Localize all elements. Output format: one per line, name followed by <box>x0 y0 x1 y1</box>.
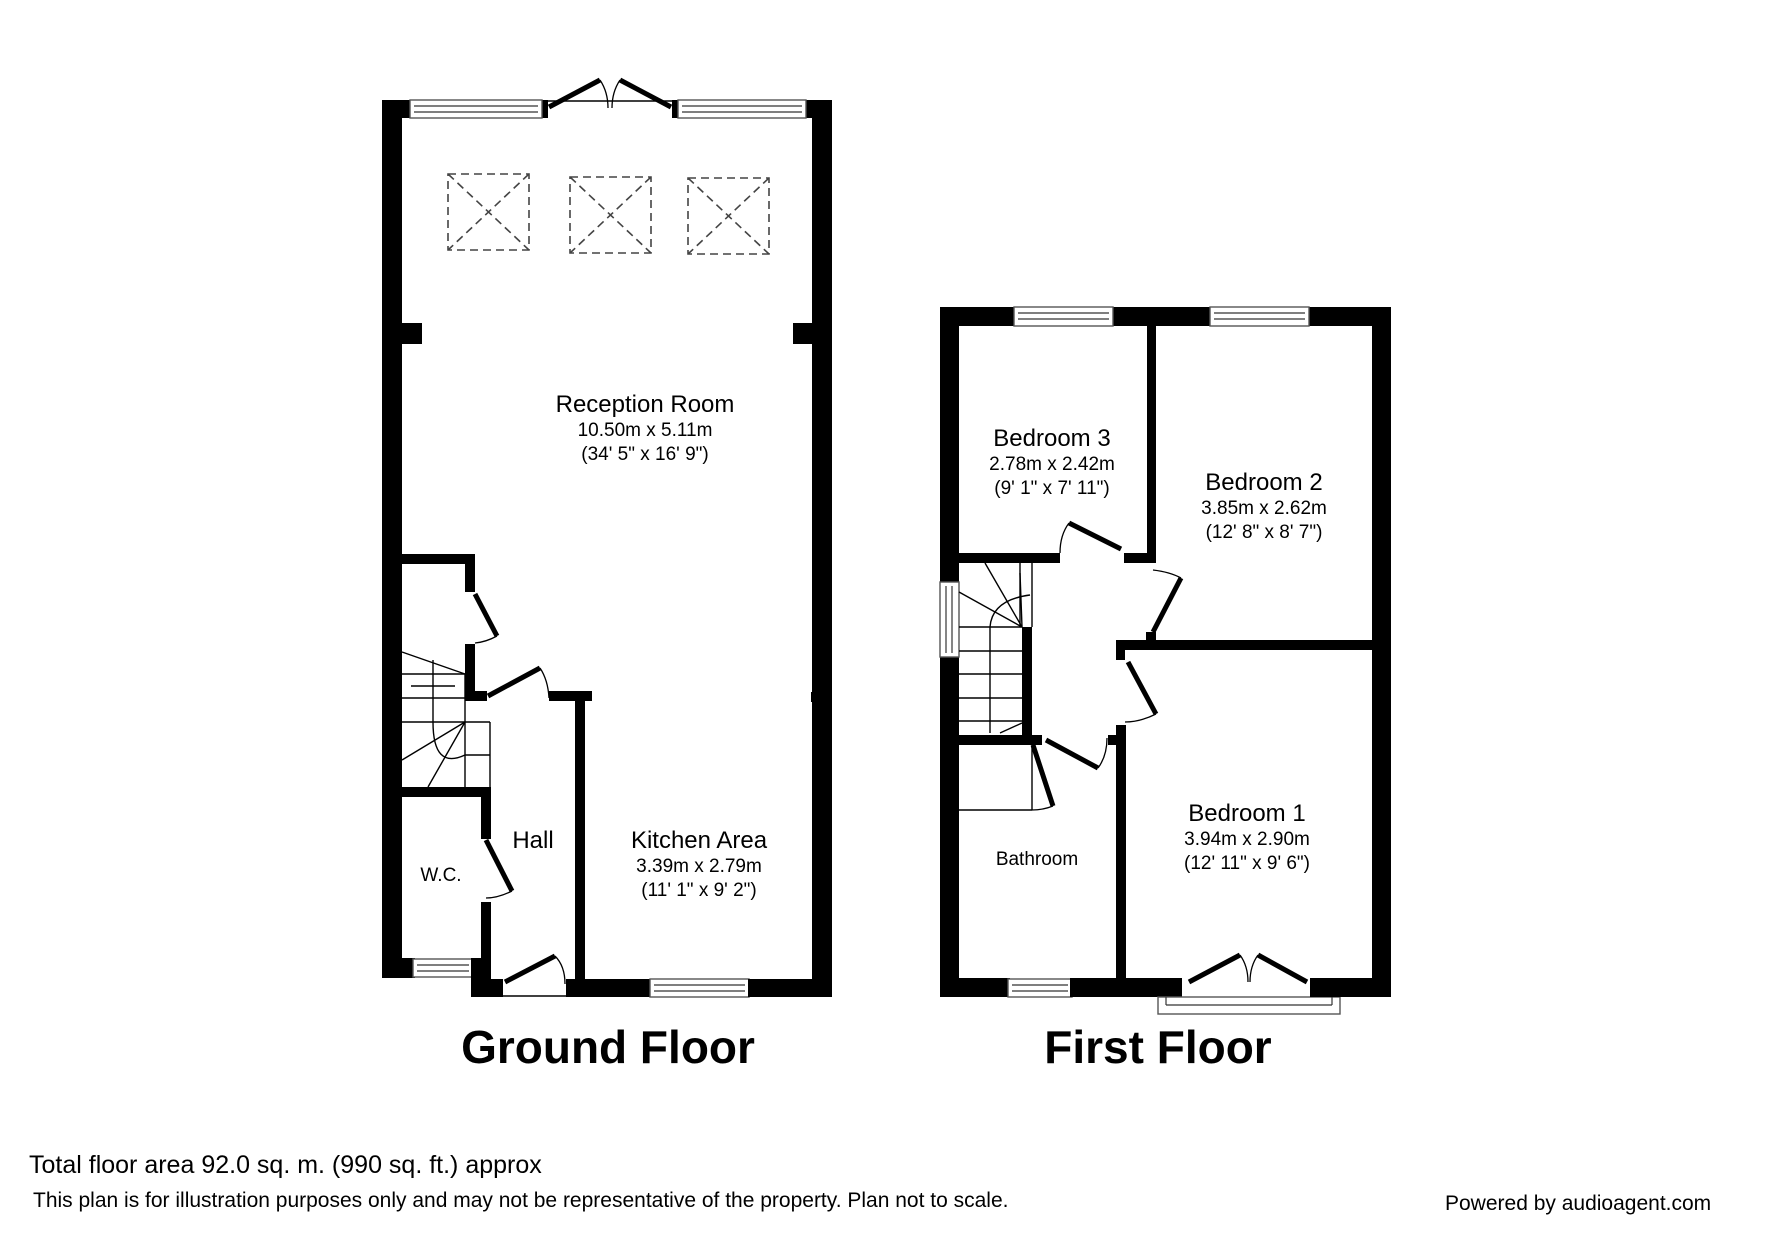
wall <box>812 100 832 997</box>
room-label-kitchen: Kitchen Area 3.39m x 2.79m (11' 1" x 9' … <box>631 827 767 903</box>
wall <box>481 787 491 839</box>
room-dimensions-metric: 3.85m x 2.62m <box>1201 498 1327 519</box>
room-dimensions-imperial: (34' 5" x 16' 9") <box>581 444 709 465</box>
wall <box>1112 307 1212 326</box>
wall <box>540 100 548 118</box>
wall <box>672 100 680 118</box>
ground-floor-plan <box>382 77 832 998</box>
wall <box>1124 553 1156 563</box>
room-dimensions-metric: 10.50m x 5.11m <box>577 420 713 441</box>
cupboard-door <box>472 592 500 644</box>
room-name: Bedroom 2 <box>1205 469 1323 496</box>
hall-door <box>486 665 550 699</box>
wall <box>471 979 503 997</box>
wall <box>1146 632 1156 650</box>
first-floor-title: First Floor <box>1044 1021 1272 1073</box>
room-label-bedroom-1: Bedroom 1 3.94m x 2.90m (12' 11" x 9' 6"… <box>1184 800 1310 876</box>
skylight <box>447 173 530 251</box>
wall <box>566 979 651 997</box>
room-dimensions-imperial: (11' 1" x 9' 2") <box>641 880 757 901</box>
bathroom-door <box>959 744 1056 811</box>
room-name: Bedroom 1 <box>1188 800 1306 827</box>
wall <box>382 958 415 978</box>
room-dimensions-imperial: (9' 1" x 7' 11") <box>994 478 1110 499</box>
wall <box>940 655 959 997</box>
wall <box>748 979 832 997</box>
wall <box>1147 326 1156 561</box>
wall <box>811 692 814 702</box>
skylight <box>687 177 770 255</box>
bedroom-3-door <box>1059 520 1123 554</box>
french-doors <box>547 77 673 110</box>
wall <box>1108 735 1118 745</box>
wall <box>465 644 475 698</box>
wc-door <box>483 838 515 899</box>
bedroom-1-door <box>1124 660 1159 723</box>
wall <box>465 691 487 701</box>
wall <box>1022 627 1032 744</box>
window <box>1209 306 1310 327</box>
wall <box>402 554 474 564</box>
wall <box>940 307 1016 326</box>
disclaimer: This plan is for illustration purposes o… <box>33 1189 1009 1212</box>
powered-by-credit: Powered by audioagent.com <box>1445 1192 1712 1215</box>
window <box>677 99 807 119</box>
room-dimensions-metric: 3.39m x 2.79m <box>636 856 762 877</box>
window <box>1007 978 1073 998</box>
room-label-hall: Hall <box>512 827 554 854</box>
wall <box>1372 307 1391 997</box>
room-label-reception: Reception Room 10.50m x 5.11m (34' 5" x … <box>556 391 735 467</box>
room-dimensions-imperial: (12' 8" x 8' 7") <box>1205 522 1323 543</box>
wall <box>804 100 832 118</box>
wall <box>959 553 1060 563</box>
wall-pier <box>793 323 813 344</box>
room-label-bathroom: Bathroom <box>995 849 1079 870</box>
staircase <box>401 651 491 788</box>
wall <box>940 978 1010 997</box>
wall <box>959 735 1042 745</box>
front-door <box>502 953 567 997</box>
window <box>412 958 474 978</box>
ground-floor-title: Ground Floor <box>461 1021 755 1073</box>
window <box>939 581 960 658</box>
room-label-bedroom-2: Bedroom 2 3.85m x 2.62m (12' 8" x 8' 7") <box>1201 469 1327 545</box>
kitchen-hall-wall <box>575 691 585 981</box>
room-dimensions-imperial: (12' 11" x 9' 6") <box>1183 853 1311 874</box>
skylight <box>569 176 652 254</box>
wall <box>1308 307 1391 326</box>
bedroom-2-door <box>1150 569 1184 634</box>
room-label-wc: W.C. <box>420 865 462 886</box>
wall <box>1116 640 1125 660</box>
wall <box>940 307 959 587</box>
window <box>1013 306 1114 327</box>
room-label-bedroom-3: Bedroom 3 2.78m x 2.42m (9' 1" x 7' 11") <box>989 425 1115 501</box>
total-floor-area: Total floor area 92.0 sq. m. (990 sq. ft… <box>29 1151 542 1179</box>
wall <box>481 902 491 997</box>
first-floor-plan <box>939 306 1391 1015</box>
wall <box>465 554 475 592</box>
window <box>409 99 543 119</box>
room-name: Bedroom 3 <box>993 425 1111 452</box>
wall <box>1310 978 1391 997</box>
room-dimensions-metric: 2.78m x 2.42m <box>989 454 1115 475</box>
window <box>649 978 750 998</box>
room-name: Reception Room <box>555 391 735 418</box>
staircase <box>958 562 1033 734</box>
bath-bed1-wall <box>1116 725 1126 997</box>
landing-door <box>1044 737 1108 771</box>
wall <box>402 787 490 797</box>
wall <box>382 100 402 978</box>
french-doors <box>1157 952 1341 1015</box>
wall <box>549 691 592 701</box>
room-dimensions-metric: 3.94m x 2.90m <box>1184 829 1310 850</box>
wall <box>1116 640 1372 650</box>
wall-pier <box>402 323 422 344</box>
wall <box>382 100 412 118</box>
room-name: Kitchen Area <box>630 827 768 854</box>
wall <box>1070 978 1182 997</box>
